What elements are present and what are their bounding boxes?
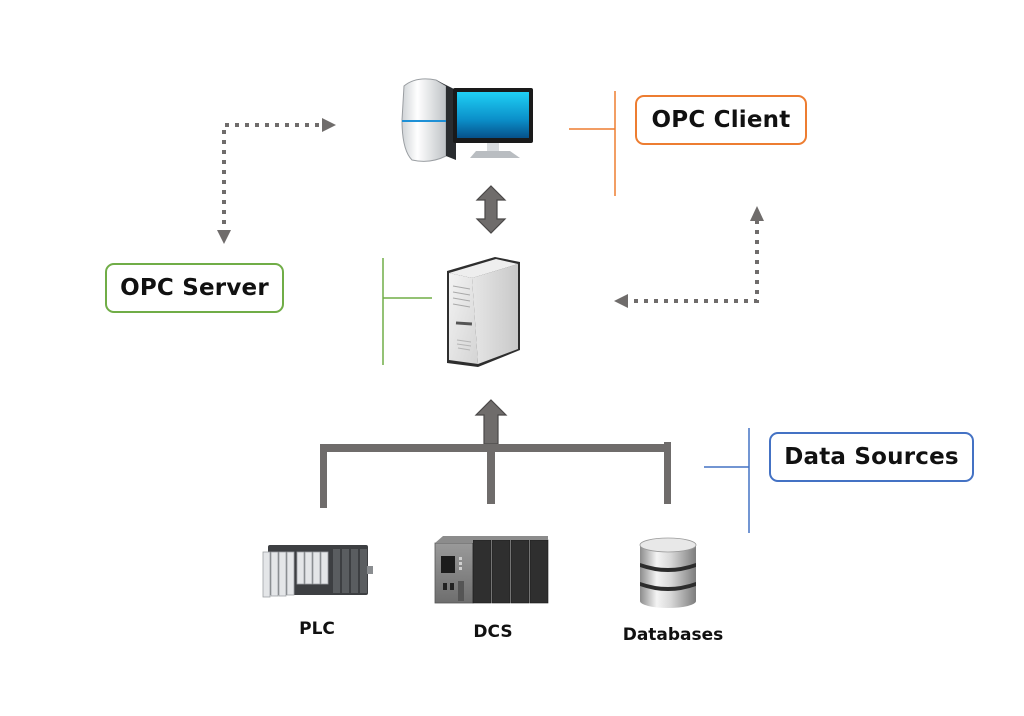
server-callout-bracket	[382, 258, 432, 365]
opc-server-label: OPC Server	[120, 275, 269, 301]
left-dotted-arrow	[217, 118, 336, 244]
sources-callout-bracket	[704, 428, 750, 533]
dcs-label: DCS	[473, 622, 513, 642]
server-tower-icon	[447, 257, 520, 367]
database-icon	[639, 537, 697, 608]
data-sources-label: Data Sources	[784, 444, 959, 470]
plc-label: PLC	[299, 619, 335, 639]
data-sources-callout: Data Sources	[769, 432, 974, 482]
data-sources-bus-arrow	[320, 399, 671, 508]
plc-rack-icon	[262, 545, 373, 598]
client-server-bidirectional-arrow	[475, 185, 507, 234]
opc-client-label: OPC Client	[651, 107, 791, 133]
client-workstation-icon	[401, 78, 533, 162]
client-callout-bracket	[569, 91, 616, 196]
dcs-controller-icon	[434, 536, 549, 604]
databases-label: Databases	[622, 625, 724, 645]
opc-server-callout: OPC Server	[105, 263, 284, 313]
opc-client-callout: OPC Client	[635, 95, 807, 145]
right-dotted-arrow	[614, 206, 764, 308]
